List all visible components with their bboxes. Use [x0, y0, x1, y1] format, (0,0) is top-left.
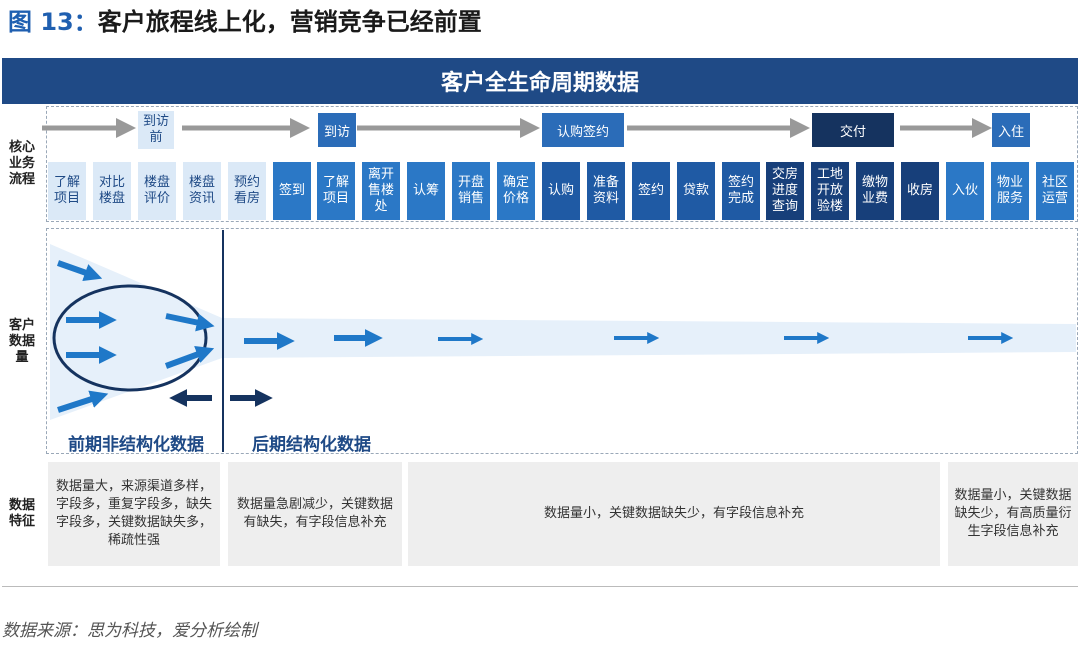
process-step: 签约: [632, 162, 670, 220]
stage-arrows: [42, 118, 992, 138]
figure-label: 图 13：: [8, 8, 98, 36]
figure-title: 图 13：客户旅程线上化，营销竞争已经前置: [8, 2, 482, 37]
process-step: 开盘 销售: [452, 162, 490, 220]
stage-move-in: 入住: [992, 113, 1030, 147]
unstructured-data-ellipse: [52, 284, 208, 392]
lifecycle-banner: 客户全生命周期数据: [2, 58, 1078, 104]
process-step: 准备 资料: [587, 162, 625, 220]
process-step: 了解 项目: [317, 162, 355, 220]
process-step: 签约 完成: [722, 162, 760, 220]
process-step: 收房: [901, 162, 939, 220]
process-step: 交房 进度 查询: [766, 162, 804, 220]
process-frame: [46, 106, 1078, 222]
process-step: 物业 服务: [991, 162, 1029, 220]
process-step: 签到: [273, 162, 311, 220]
process-step: 了解 项目: [48, 162, 86, 220]
feature-box-transition: 数据量急剧减少，关键数据有缺失，有字段信息补充: [228, 462, 402, 566]
process-step: 楼盘 评价: [138, 162, 176, 220]
feature-box-mid: 数据量小，关键数据缺失少，有字段信息补充: [408, 462, 940, 566]
phase-label-early: 前期非结构化数据: [68, 435, 204, 455]
process-step: 确定 价格: [497, 162, 535, 220]
process-step: 预约 看房: [228, 162, 266, 220]
source-note: 数据来源：思为科技，爱分析绘制: [2, 621, 257, 641]
process-step: 认购: [542, 162, 580, 220]
row-label-volume: 客户 数据 量: [8, 318, 35, 365]
row-label-process: 核心 业务 流程: [8, 140, 35, 187]
data-arrow: [57, 390, 109, 413]
process-step: 缴物 业费: [856, 162, 894, 220]
process-step: 离开 售楼 处: [362, 162, 400, 220]
data-arrow: [164, 346, 215, 369]
process-step: 认筹: [407, 162, 445, 220]
bottom-rule: [2, 586, 1078, 587]
process-step: 楼盘 资讯: [183, 162, 221, 220]
process-step: 入伙: [946, 162, 984, 220]
process-step: 对比 楼盘: [93, 162, 131, 220]
feature-box-early: 数据量大，来源渠道多样，字段多，重复字段多，缺失字段多，关键数据缺失多，稀疏性强: [48, 462, 220, 566]
figure-title-text: 客户旅程线上化，营销竞争已经前置: [97, 8, 482, 36]
data-arrow: [165, 313, 215, 332]
process-step: 社区 运营: [1036, 162, 1074, 220]
data-arrow: [57, 260, 103, 282]
data-volume-frame: [46, 228, 1078, 454]
stage-pre-visit: 到访 前: [138, 111, 174, 149]
row-label-features: 数据 特征: [8, 498, 35, 529]
data-funnel: [50, 244, 1076, 420]
stage-delivery: 交付: [812, 113, 894, 147]
stage-subscribe-sign: 认购签约: [542, 113, 624, 147]
process-step: 工地 开放 验楼: [811, 162, 849, 220]
feature-box-late: 数据量小，关键数据缺失少，有高质量衍生字段信息补充: [948, 462, 1078, 566]
stage-visit: 到访: [318, 113, 356, 147]
phase-label-late: 后期结构化数据: [252, 435, 371, 455]
process-step: 贷款: [677, 162, 715, 220]
